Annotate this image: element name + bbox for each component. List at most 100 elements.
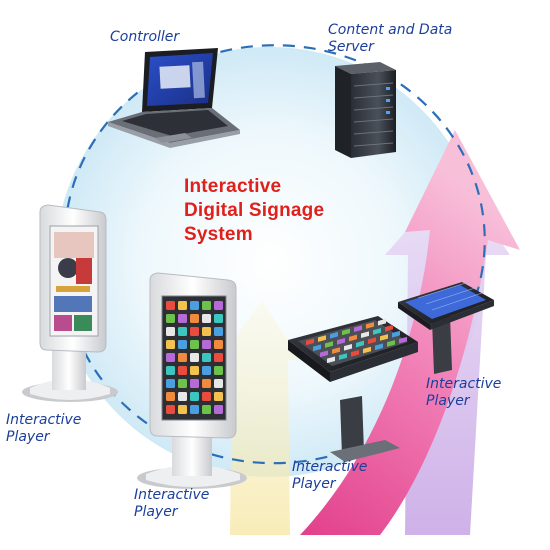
kiosk-app-tile-icon [178,392,187,401]
kiosk-app-tile-icon [178,340,187,349]
table-app-tile-icon [325,341,333,348]
label-player-table-front: Interactive Player [292,459,367,493]
title-line-1: Interactive [184,176,282,197]
label-server-line-2: Server [328,39,374,55]
kiosk-app-tile-icon [166,366,175,375]
label-player-left: Interactive Player [6,412,81,446]
label-server: Content and Data Server [328,22,452,56]
label-player-center-line-2: Player [134,504,178,520]
table-app-tile-icon [366,322,374,329]
table-app-tile-icon [337,337,345,345]
kiosk-app-tile-icon [178,327,187,336]
kiosk-app-tile-icon [214,379,223,388]
kiosk-app-tile-icon [214,392,223,401]
kiosk-app-tile-icon [190,366,199,375]
kiosk-app-tile-icon [166,353,175,362]
kiosk-app-tile-icon [190,314,199,323]
kiosk-app-tile-icon [202,405,211,414]
kiosk-app-tile-icon [166,314,175,323]
kiosk-app-tile-icon [190,327,199,336]
table-app-tile-icon [306,338,314,346]
kiosk-app-tile-icon [190,379,199,388]
kiosk-left [22,204,118,402]
table-app-tile-icon [313,344,321,352]
kiosk-app-tile-icon [202,301,211,310]
kiosk-app-tile-icon [214,340,223,349]
table-app-tile-icon [339,353,347,360]
kiosk-app-tile-icon [214,314,223,323]
table-app-tile-icon [392,330,400,338]
table-app-tile-icon [349,334,357,342]
kiosk-app-tile-icon [178,405,187,414]
kiosk-app-tile-icon [202,327,211,336]
title-line-2: Digital Signage [184,200,325,221]
label-controller-line: Controller [110,29,180,45]
table-app-tile-icon [363,346,371,354]
kiosk-app-tile-icon [166,392,175,401]
server-tower [335,62,396,158]
label-player-table-back: Interactive Player [426,376,501,410]
kiosk-app-tile-icon [214,327,223,336]
kiosk-app-tile-icon [202,379,211,388]
kiosk-app-tile-icon [178,366,187,375]
table-app-tile-icon [399,336,407,344]
table-app-tile-icon [354,325,362,333]
kiosk-app-tile-icon [190,405,199,414]
label-player-table-back-line-1: Interactive [426,376,502,392]
table-app-tile-icon [342,328,350,336]
label-player-center-line-1: Interactive [134,487,210,503]
label-player-table-back-line-2: Player [426,393,470,409]
table-app-tile-icon [361,331,369,339]
table-app-tile-icon [344,343,352,351]
kiosk-app-tile-icon [166,405,175,414]
title-line-3: System [184,224,253,245]
kiosk-app-tile-icon [166,379,175,388]
kiosk-app-tile-icon [214,353,223,362]
label-server-line-1: Content and Data [328,22,453,38]
kiosk-app-tile-icon [166,340,175,349]
table-player-back [398,280,494,374]
kiosk-app-tile-icon [202,314,211,323]
kiosk-app-tile-icon [178,314,187,323]
kiosk-app-tile-icon [190,301,199,310]
label-player-center: Interactive Player [134,487,209,521]
laptop-controller [108,48,240,148]
table-app-tile-icon [387,340,395,347]
table-app-tile-icon [373,328,381,335]
table-app-tile-icon [320,350,328,358]
table-app-tile-icon [380,334,388,341]
table-app-tile-icon [327,356,335,364]
kiosk-app-tile-icon [166,301,175,310]
kiosk-app-tile-icon [190,353,199,362]
diagram-title: Interactive Digital Signage System [184,175,324,247]
kiosk-app-tile-icon [166,327,175,336]
table-app-tile-icon [385,324,393,332]
table-app-tile-icon [356,340,364,348]
kiosk-app-tile-icon [202,366,211,375]
kiosk-app-tile-icon [214,301,223,310]
label-player-table-front-line-1: Interactive [292,459,368,475]
label-controller: Controller [110,29,179,46]
pink-arrow [300,130,520,535]
kiosk-app-tile-icon [178,379,187,388]
network-ring [63,44,486,313]
kiosk-app-tile-icon [178,353,187,362]
table-app-tile-icon [368,337,376,345]
kiosk-app-tile-icon [190,392,199,401]
kiosk-app-tile-icon [202,340,211,349]
table-app-tile-icon [330,331,338,339]
label-player-left-line-1: Interactive [6,412,82,428]
kiosk-app-tile-icon [202,392,211,401]
table-app-tile-icon [378,318,386,326]
kiosk-app-tile-icon [190,340,199,349]
kiosk-app-tile-icon [214,405,223,414]
table-app-tile-icon [351,349,359,357]
label-player-table-front-line-2: Player [292,476,336,492]
kiosk-app-tile-icon [178,301,187,310]
table-app-tile-icon [332,347,340,354]
kiosk-app-tile-icon [202,353,211,362]
kiosk-app-tile-icon [214,366,223,375]
table-app-tile-icon [318,335,326,342]
